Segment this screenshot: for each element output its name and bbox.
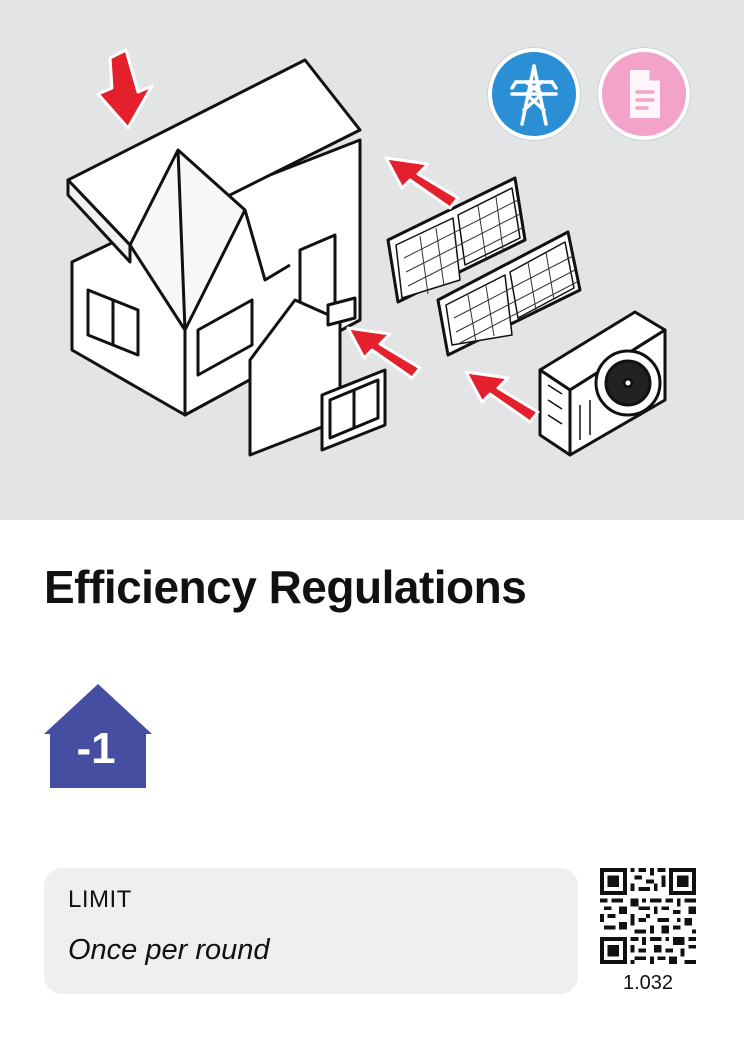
card-illustration [0, 0, 744, 520]
retrofit-arrows [96, 48, 540, 424]
cost-value: -1 [76, 724, 116, 773]
qr-code-icon [600, 868, 696, 964]
house-drawing [66, 58, 387, 457]
solar-panel-grid [403, 196, 578, 345]
limit-label: LIMIT [68, 886, 132, 913]
cost-badge: -1 [44, 684, 152, 788]
card-id: 1.032 [622, 972, 674, 994]
power-pylon-icon [488, 48, 580, 140]
house-icon [44, 684, 152, 788]
limit-box: LIMIT Once per round [44, 868, 578, 994]
house-retrofit-illustration [66, 48, 667, 457]
solar-panels [386, 176, 582, 357]
heat-pump-unit [538, 310, 667, 457]
card-title: Efficiency Regulations [44, 561, 527, 613]
document-icon [598, 48, 690, 140]
limit-text: Once per round [68, 934, 270, 966]
